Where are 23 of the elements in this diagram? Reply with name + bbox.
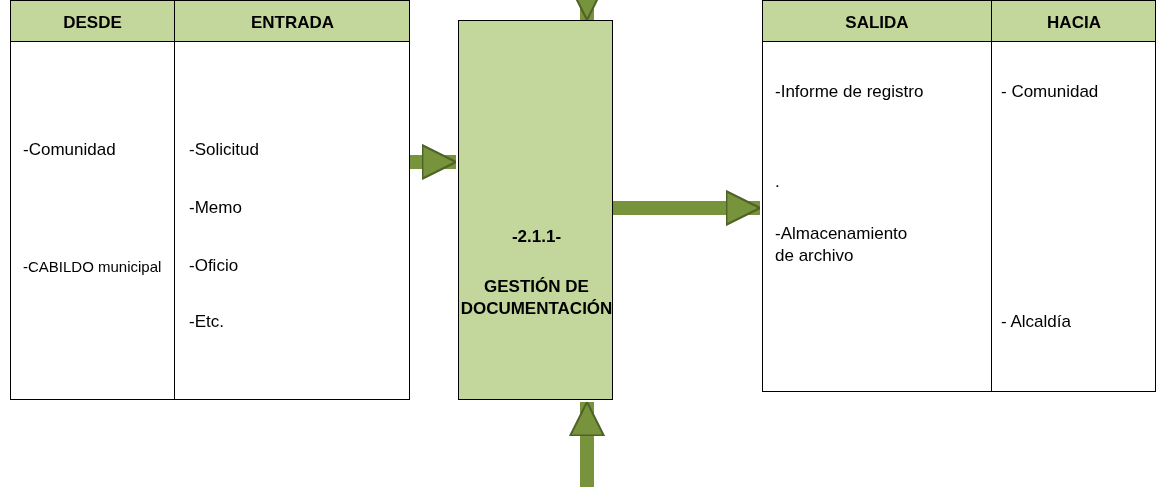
column-header: HACIA bbox=[1046, 13, 1102, 33]
process-label: GESTIÓN DE DOCUMENTACIÓN bbox=[459, 276, 614, 320]
process-label: -2.1.1- bbox=[510, 226, 563, 248]
list-item: - Comunidad bbox=[1001, 81, 1100, 103]
list-item: -Informe de registro bbox=[775, 81, 925, 103]
table bbox=[762, 0, 1156, 392]
process-box bbox=[458, 20, 613, 400]
list-item: -Almacenamiento de archivo bbox=[775, 223, 909, 267]
list-item: - Alcaldía bbox=[1001, 311, 1072, 333]
list-item: -Solicitud bbox=[189, 139, 260, 161]
list-item: -Memo bbox=[189, 197, 243, 219]
column-header: SALIDA bbox=[844, 13, 910, 33]
block-arrow bbox=[613, 190, 761, 226]
list-item: -Oficio bbox=[189, 255, 240, 277]
column-header: ENTRADA bbox=[249, 13, 336, 33]
column-header: DESDE bbox=[62, 13, 123, 33]
list-item: . bbox=[775, 171, 781, 193]
list-item: -CABILDO municipal bbox=[23, 257, 163, 277]
list-item: -Comunidad bbox=[23, 139, 117, 161]
block-arrow bbox=[410, 144, 457, 180]
list-item: -Etc. bbox=[189, 311, 225, 333]
table bbox=[10, 0, 410, 400]
block-arrow bbox=[569, 401, 605, 487]
